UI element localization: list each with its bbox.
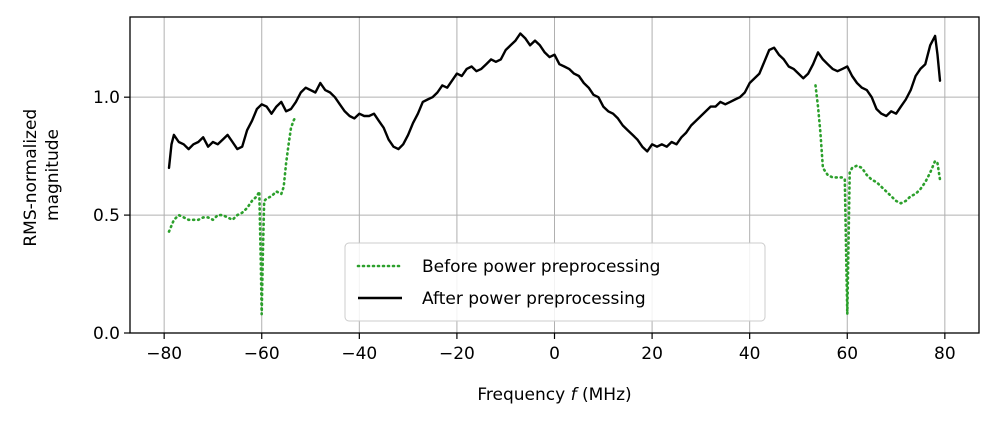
x-tick-label: 60	[836, 344, 858, 364]
series-layer	[167, 32, 942, 316]
series-before-line	[814, 84, 942, 316]
x-tick-label: −20	[439, 344, 475, 364]
y-axis-label-line-2: magnitude	[43, 129, 63, 221]
x-tick-label: 40	[739, 344, 761, 364]
x-axis-label: Frequency f (MHz)	[477, 385, 631, 405]
x-tick-label: 0	[549, 344, 560, 364]
series-before-line	[167, 114, 298, 316]
x-tick-label: 20	[641, 344, 663, 364]
legend-box	[344, 242, 766, 322]
x-tick-label: −40	[341, 344, 377, 364]
tick-layer: −80 −60 −40 −20 0 20 40 60 80 0.0 0.5 1.0	[93, 88, 956, 364]
legend: Before power preprocessing After power p…	[344, 242, 766, 322]
y-axis-label: RMS-normalized magnitude	[21, 103, 63, 246]
x-tick-label: −80	[146, 344, 182, 364]
y-tick-label: 0.5	[93, 206, 120, 226]
legend-label-before: Before power preprocessing	[422, 257, 660, 277]
y-tick-label: 0.0	[93, 324, 120, 344]
y-axis-label-line-1: RMS-normalized	[21, 109, 41, 247]
x-tick-label: −60	[244, 344, 280, 364]
x-tick-label: 80	[934, 344, 956, 364]
series-after-line	[167, 32, 942, 170]
y-tick-label: 1.0	[93, 88, 120, 108]
legend-label-after: After power preprocessing	[422, 289, 646, 309]
